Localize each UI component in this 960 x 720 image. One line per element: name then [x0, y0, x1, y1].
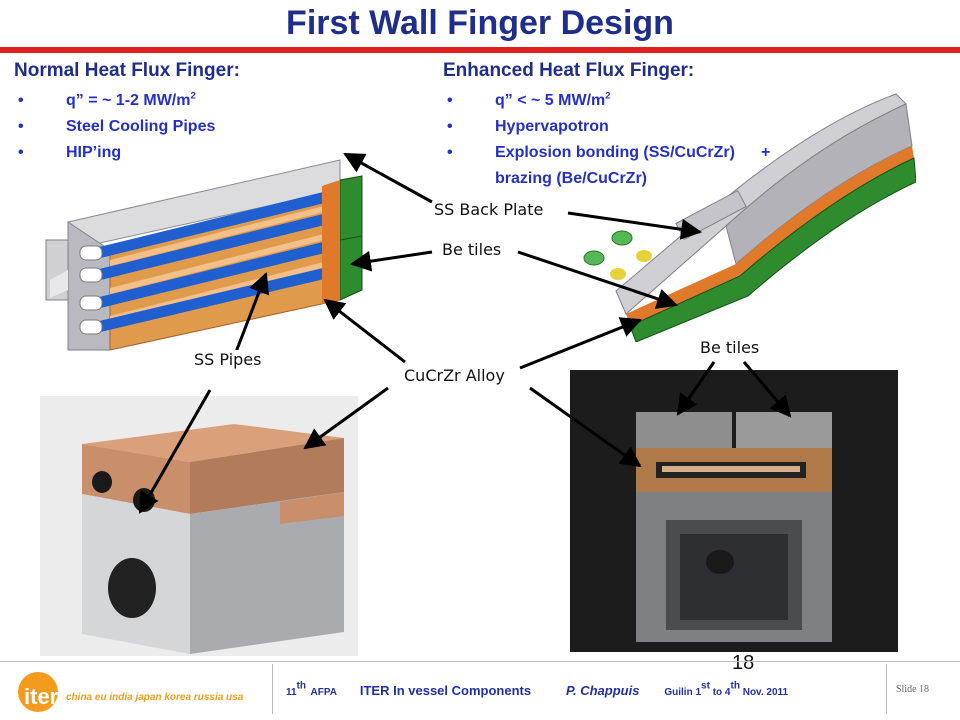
bullet-text: Explosion bonding (SS/CuCrZr)	[495, 144, 735, 161]
normal-finger-heading: Normal Heat Flux Finger:	[14, 60, 240, 81]
be-tiles-strip	[629, 157, 916, 342]
footer-logo: iter china eu india japan korea russia u…	[14, 664, 266, 714]
place-mid: to 4	[709, 687, 731, 698]
normal-finger-cad-illustration	[45, 159, 363, 351]
conf-sup: th	[296, 680, 307, 692]
bullet-sup: 2	[190, 90, 196, 102]
bullet-continuation: brazing (Be/CuCrZr)	[495, 170, 647, 187]
slide-number: 18	[732, 652, 755, 674]
yellow-disc	[636, 250, 652, 262]
conf-number: 11	[286, 687, 297, 698]
conf-name: AFPA	[310, 687, 337, 698]
title-divider	[0, 47, 960, 53]
place-sup-2: th	[730, 680, 740, 692]
arrow-be-tiles-photo-right	[742, 361, 792, 418]
bullet-item: •q” = ~ 1-2 MW/m2	[18, 90, 196, 109]
footer-topic: ITER In vessel Components	[359, 683, 532, 698]
normal-finger-bullets: •q” = ~ 1-2 MW/m2 •Steel Cooling Pipes •…	[14, 88, 215, 166]
arrow-cucrzr-photo-left	[303, 386, 389, 450]
logo-wordmark: iter	[24, 684, 59, 709]
footer-slide-label: Slide 18	[896, 684, 930, 695]
bullet-item: •Steel Cooling Pipes	[18, 118, 216, 135]
bullet-plus: +	[760, 144, 771, 161]
label-ss-back-plate: SS Back Plate	[434, 200, 544, 219]
bullet-sup: 2	[605, 90, 611, 102]
arrow-ss-pipes-top	[234, 272, 270, 353]
bullet-item: •Hypervapotron	[447, 118, 609, 135]
label-be-tiles-photo: Be tiles	[700, 338, 760, 357]
enhanced-finger-photo	[570, 370, 898, 652]
enhanced-finger-bullets: •q” < ~ 5 MW/m2 •Hypervapotron •Explosio…	[443, 88, 863, 192]
bullet-text: Hypervapotron	[495, 118, 609, 135]
arrow-be-tiles-left	[349, 250, 433, 272]
bullet-text: q” < ~ 5 MW/m	[495, 92, 606, 109]
footer-place: Guilin 1	[664, 687, 702, 698]
footer-info: 11th AFPA ITER In vessel Components P. C…	[286, 680, 789, 700]
arrow-back-plate-right	[567, 211, 703, 240]
footer-separator	[272, 664, 273, 714]
footer-separator	[886, 664, 887, 714]
label-cucrzr-alloy: CuCrZr Alloy	[404, 366, 505, 385]
large-bore	[108, 558, 156, 618]
arrow-cucrzr-cad-left	[323, 298, 406, 364]
bullet-text: HIP’ing	[66, 144, 122, 161]
pipe-hole	[92, 471, 112, 493]
arrow-be-tiles-right	[517, 250, 678, 309]
arrow-ss-pipes-photo	[138, 389, 212, 514]
footer-author: P. Chappuis	[565, 683, 640, 698]
cooling-pipes	[96, 190, 336, 332]
page-title: First Wall Finger Design	[286, 4, 674, 42]
arrow-cucrzr-photo-right	[529, 386, 642, 468]
bullet-text: Steel Cooling Pipes	[66, 118, 216, 135]
footer-divider	[0, 661, 960, 662]
label-ss-pipes: SS Pipes	[194, 350, 262, 369]
arrow-cucrzr-cad-right	[519, 317, 642, 370]
iter-logo-icon: iter	[18, 672, 59, 712]
bullet-item: •q” < ~ 5 MW/m2	[447, 90, 611, 109]
arrow-back-plate-left	[343, 152, 433, 204]
enhanced-finger-heading: Enhanced Heat Flux Finger:	[443, 60, 695, 81]
bullet-text: q” = ~ 1-2 MW/m	[66, 92, 191, 109]
partners-line: china eu india japan korea russia usa	[66, 692, 244, 703]
green-disc	[611, 230, 633, 246]
label-be-tiles: Be tiles	[442, 240, 502, 259]
green-disc	[583, 250, 605, 266]
arrow-be-tiles-photo-left	[676, 361, 716, 416]
normal-finger-photo	[40, 396, 358, 656]
place-sup-1: st	[701, 680, 710, 692]
place-end: Nov. 2011	[739, 687, 789, 698]
bullet-item: •Explosion bonding (SS/CuCrZr)+	[447, 144, 771, 161]
bullet-item: •HIP’ing	[18, 144, 122, 161]
yellow-disc	[610, 268, 626, 280]
